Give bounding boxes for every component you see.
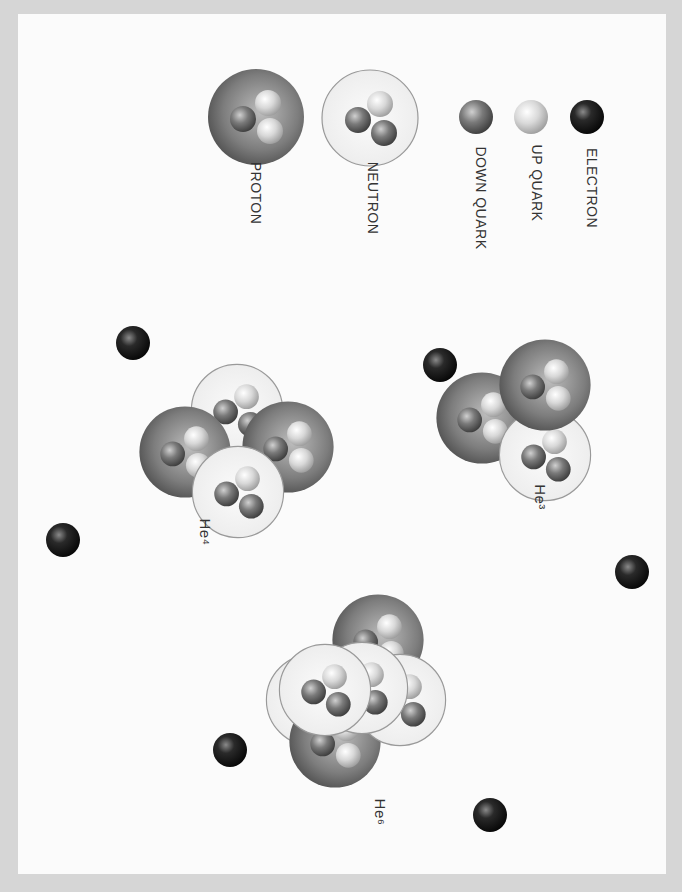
legend-label: ELECTRON <box>584 148 600 228</box>
isotope-label: He⁴ <box>197 518 214 545</box>
isotope-label: He⁶ <box>372 799 389 826</box>
legend-label: DOWN QUARK <box>473 147 489 250</box>
legend-label: PROTON <box>248 162 264 225</box>
legend-label: UP QUARK <box>529 145 545 222</box>
isotope-label: He³ <box>532 484 549 510</box>
legend-label: NEUTRON <box>365 162 381 235</box>
